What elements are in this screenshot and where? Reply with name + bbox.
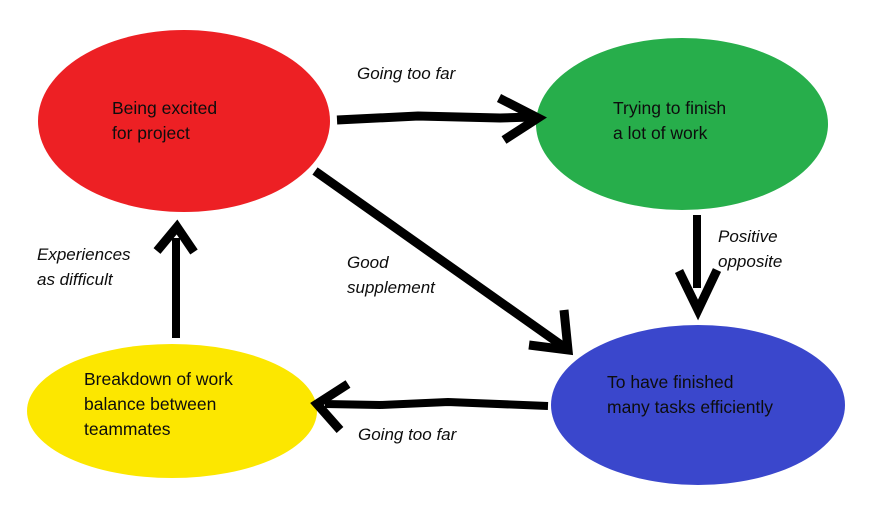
node-shape-trying[interactable] — [536, 38, 828, 210]
arrow-trying-to-finished — [674, 215, 722, 321]
node-shape-breakdown[interactable] — [27, 344, 317, 478]
arrow-excited-to-trying — [336, 93, 547, 144]
arrow-finished-to-breakdown — [310, 380, 549, 433]
arrow-excited-to-finished — [312, 167, 574, 356]
node-shape-excited[interactable] — [38, 30, 330, 212]
node-shape-finished[interactable] — [551, 325, 845, 485]
arrow-breakdown-to-excited — [153, 219, 198, 338]
